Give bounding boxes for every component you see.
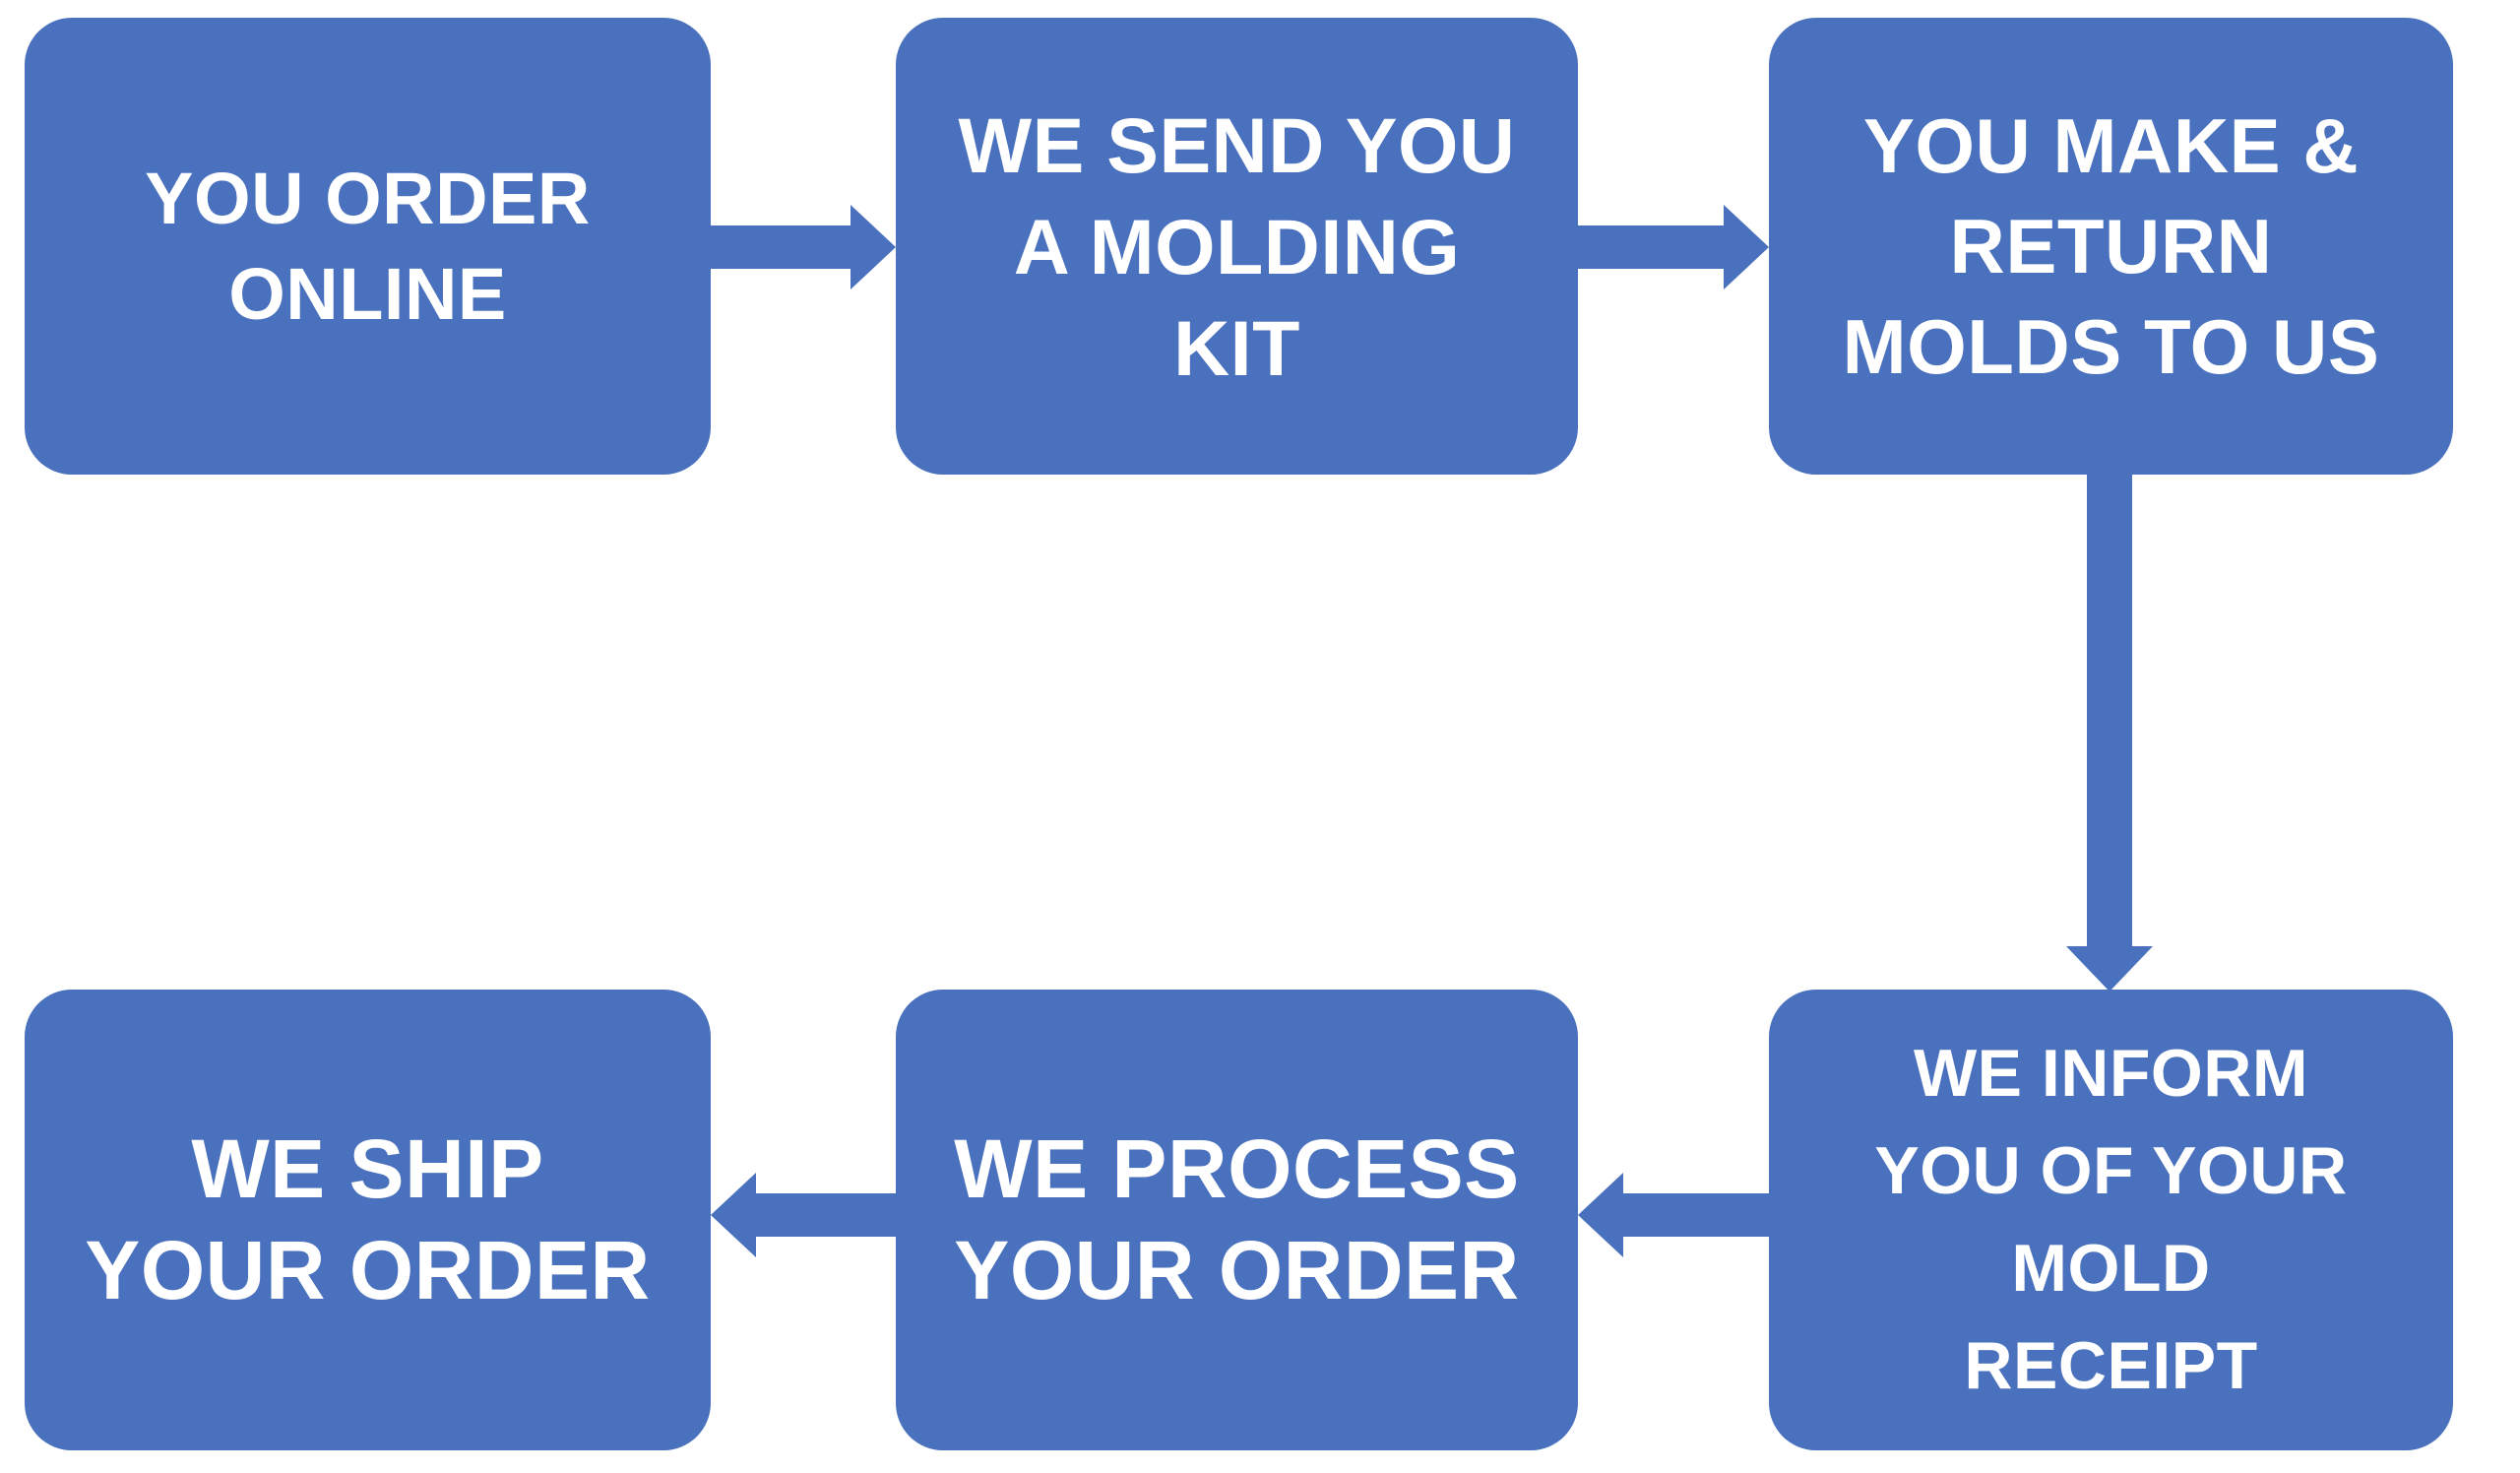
arrow-head-down-icon	[2066, 946, 2153, 992]
flow-step-label: WE SHIP YOUR ORDER	[85, 1122, 651, 1316]
flow-step-label: YOU MAKE & RETURN MOLDS TO US	[1842, 102, 2380, 390]
arrow-head-right-icon	[1724, 205, 1769, 289]
flow-step-we-inform-you-of-your-mold-receipt: WE INFORM YOU OF YOUR MOLD RECEIPT	[1769, 990, 2453, 1450]
flow-step-label: WE SEND YOU A MOLDING KIT	[958, 100, 1516, 392]
flow-step-label: WE INFORM YOU OF YOUR MOLD RECEIPT	[1874, 1036, 2348, 1403]
arrow-head-right-icon	[850, 205, 896, 289]
flow-step-label: WE PROCESS YOUR ORDER	[954, 1122, 1520, 1316]
flow-step-we-process-your-order: WE PROCESS YOUR ORDER	[896, 990, 1578, 1450]
arrow-shaft	[756, 1193, 896, 1237]
arrow-shaft	[2087, 474, 2132, 946]
arrow-shaft	[1623, 1193, 1769, 1237]
flow-step-label: YOU ORDER ONLINE	[145, 158, 591, 335]
arrow-step3-to-step4	[2066, 474, 2153, 992]
flow-step-you-make-and-return-molds-to-us: YOU MAKE & RETURN MOLDS TO US	[1769, 18, 2453, 475]
arrow-head-left-icon	[1578, 1173, 1623, 1257]
flow-step-you-order-online: YOU ORDER ONLINE	[25, 18, 711, 475]
arrow-shaft	[711, 225, 850, 269]
arrow-step2-to-step3	[1578, 205, 1769, 289]
flow-step-we-send-you-a-molding-kit: WE SEND YOU A MOLDING KIT	[896, 18, 1578, 475]
flow-step-we-ship-your-order: WE SHIP YOUR ORDER	[25, 990, 711, 1450]
arrow-step5-to-step6	[711, 1173, 896, 1257]
arrow-shaft	[1578, 225, 1724, 269]
arrow-head-left-icon	[711, 1173, 756, 1257]
arrow-step4-to-step5	[1578, 1173, 1769, 1257]
arrow-step1-to-step2	[711, 205, 896, 289]
